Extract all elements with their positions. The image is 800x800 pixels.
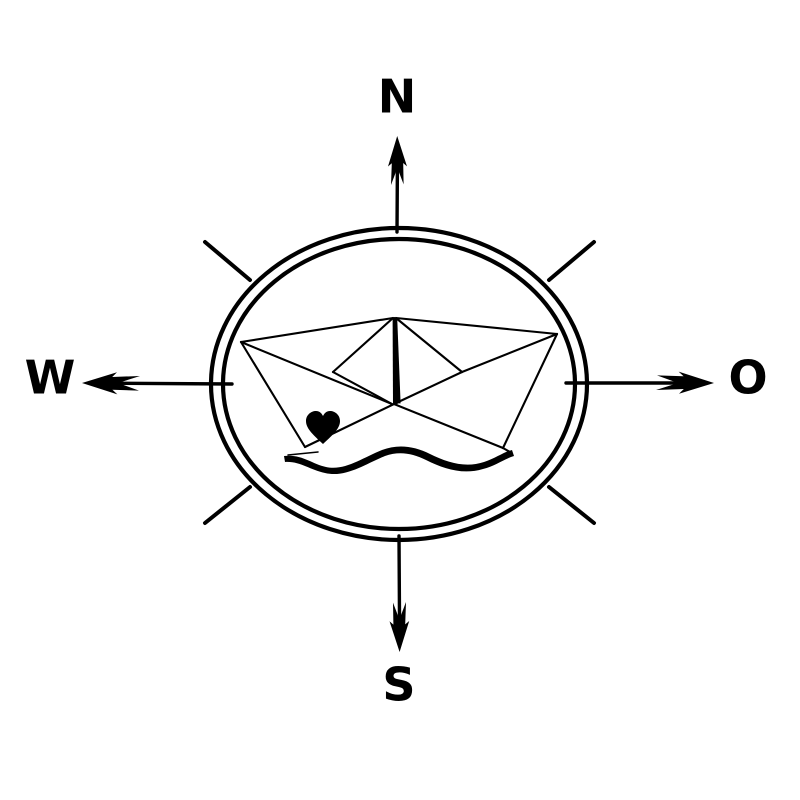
boat-right-hull-edge: [501, 332, 559, 450]
tick-southwest: [203, 485, 252, 525]
boat-right-sail-panel: [394, 316, 559, 336]
compass-inner-ring: [220, 236, 578, 532]
label-south: S: [382, 658, 415, 712]
tick-northeast: [547, 240, 596, 282]
direction-labels: N O S W: [25, 70, 768, 712]
paper-boat: [239, 316, 559, 456]
boat-peak-left-lower: [331, 370, 394, 406]
water-wave: [284, 446, 514, 475]
compass-outer-ring: [208, 225, 590, 543]
boat-right-fold-diagonal: [460, 332, 559, 374]
tick-southeast: [547, 485, 596, 525]
north-arrow: [388, 136, 407, 234]
compass-tick-marks: [203, 240, 596, 525]
label-east: O: [728, 351, 767, 405]
boat-peak-right-face: [394, 316, 464, 374]
compass-ring: [208, 225, 590, 543]
boat-center-crease-outline: [393, 316, 398, 405]
tick-northwest: [203, 240, 252, 282]
boat-left-fold-diagonal: [239, 340, 394, 406]
water-wave-stroke: [284, 446, 514, 475]
boat-left-hull-edge: [239, 340, 307, 449]
boat-left-sail-panel: [239, 316, 395, 344]
label-west: W: [25, 351, 76, 405]
boat-hull-bottom: [303, 402, 505, 450]
south-arrow: [389, 534, 410, 652]
heart-icon: [306, 411, 340, 444]
boat-waterline-left-tail: [287, 451, 319, 456]
boat-peak-right-lower: [392, 370, 464, 406]
label-north: N: [378, 70, 417, 124]
boat-peak-left-face: [331, 316, 395, 374]
